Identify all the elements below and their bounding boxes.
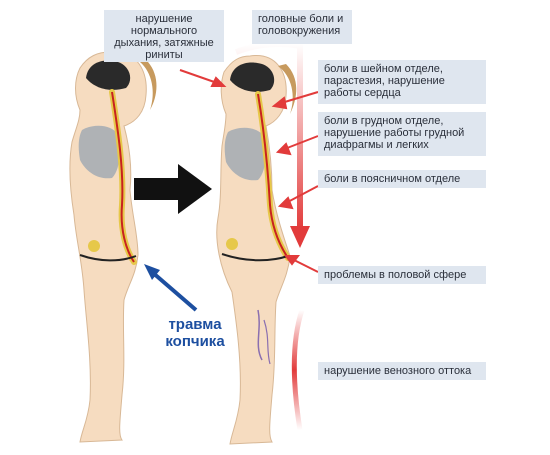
cervical-label: боли в шейном отделе, парастезия, наруше…	[318, 60, 486, 104]
spine-pressure-arrow	[234, 41, 310, 248]
transition-arrow	[134, 164, 212, 214]
left-body	[69, 51, 157, 443]
lumbar-label: боли в поясничном отделе	[318, 170, 486, 188]
right-body	[216, 55, 297, 445]
pointer-arrows	[179, 69, 319, 273]
trauma-label: травма копчика	[165, 316, 225, 350]
breathing-label: нарушение нормального дыхания, затяжные …	[104, 10, 224, 62]
pelvic-label: проблемы в половой сфере	[318, 266, 486, 284]
headaches-label: головные боли и головокружения	[252, 10, 352, 44]
thoracic-label: боли в грудном отделе, нарушение работы …	[318, 112, 486, 156]
venous-label: нарушение венозного оттока	[318, 362, 486, 380]
venous-arrow	[291, 309, 305, 431]
trauma-arrow	[144, 264, 198, 312]
